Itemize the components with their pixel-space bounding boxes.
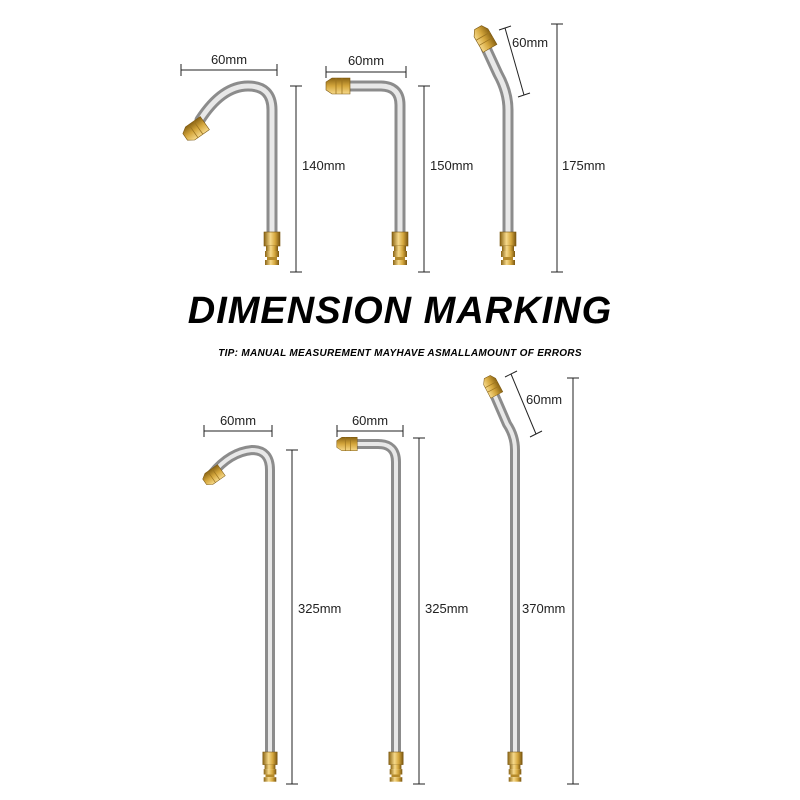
connector-icon (262, 751, 278, 783)
length-label: 175mm (562, 158, 605, 173)
length-label: 370mm (522, 601, 565, 616)
dimension-top-3: 60mm 175mm (498, 23, 605, 273)
dimension-top-1: 60mm 140mm (180, 52, 345, 273)
connector-icon (499, 231, 517, 266)
wand-bottom-1 (200, 444, 278, 783)
tip-dimension-label: 60mm (348, 53, 384, 68)
wand-bottom-3 (480, 373, 523, 783)
tip-note: TIP: MANUAL MEASUREMENT MAYHAVE ASMALLAM… (218, 348, 582, 359)
tip-dimension-label: 60mm (211, 52, 247, 67)
tip-dimension-label: 60mm (526, 392, 562, 407)
length-label: 325mm (298, 601, 341, 616)
tip-dimension-label: 60mm (352, 413, 388, 428)
tip-dimension-label: 60mm (512, 35, 548, 50)
wand-top-3 (470, 23, 517, 266)
connector-icon (263, 231, 281, 266)
wand-top-2 (325, 77, 409, 266)
dimension-top-2: 60mm 150mm (325, 53, 473, 273)
length-label: 325mm (425, 601, 468, 616)
page-title: DIMENSION MARKING (187, 290, 613, 332)
nozzle-icon (325, 77, 351, 95)
length-label: 150mm (430, 158, 473, 173)
connector-icon (391, 231, 409, 266)
connector-icon (507, 751, 523, 783)
nozzle-icon (470, 23, 498, 53)
tip-dimension-label: 60mm (220, 413, 256, 428)
wand-top-1 (180, 80, 281, 266)
dimension-bottom-2: 60mm 325mm (336, 413, 468, 785)
nozzle-icon (336, 436, 358, 452)
wand-bottom-2 (336, 436, 404, 783)
dimension-bottom-3: 60mm 370mm (504, 370, 579, 785)
connector-icon (388, 751, 404, 783)
length-label: 140mm (302, 158, 345, 173)
dimension-bottom-1: 60mm 325mm (203, 413, 341, 785)
